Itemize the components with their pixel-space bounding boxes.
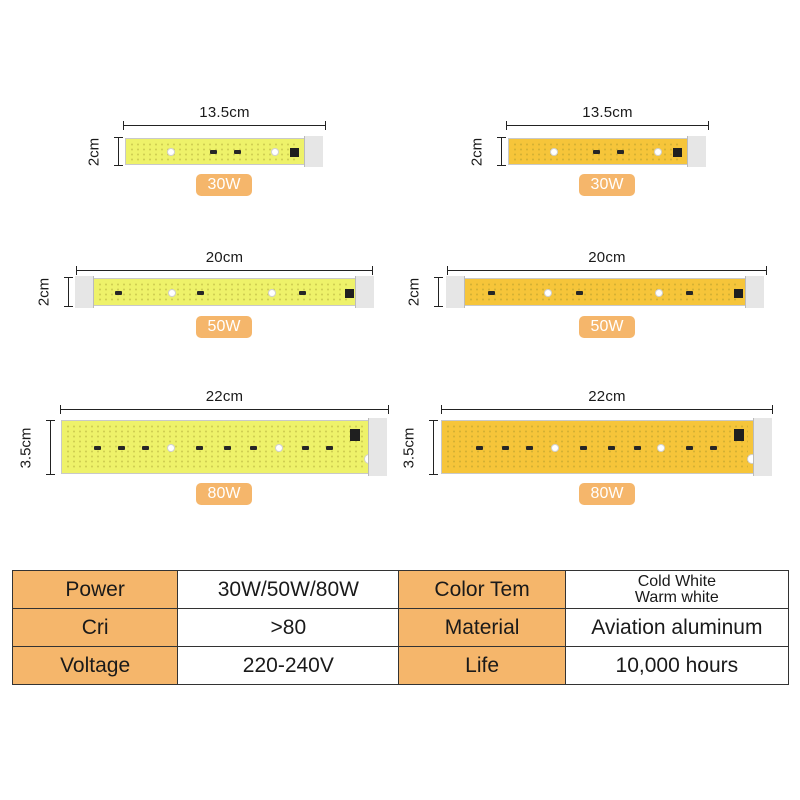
life-label: Life (398, 646, 566, 685)
cob-led-board-cold (61, 418, 387, 476)
length-label: 22cm (205, 388, 244, 405)
length-label: 22cm (588, 388, 626, 405)
color-tem-warm: Warm white (634, 588, 719, 606)
length-label: 20cm (588, 249, 626, 266)
width-dimension: 2cm (36, 277, 74, 307)
cob-led-board-cold (125, 136, 323, 167)
power-badge: 80W (579, 483, 635, 505)
power-label: Power (11, 570, 179, 609)
width-dimension: 2cm (469, 137, 507, 166)
cob-led-board-warm (446, 276, 764, 308)
cri-value: >80 (177, 608, 400, 647)
width-dimension: 2cm (406, 277, 444, 307)
power-badge: 50W (196, 316, 252, 338)
cob-led-board-cold (75, 276, 374, 308)
material-value: Aviation aluminum (564, 608, 790, 647)
power-value: 30W/50W/80W (177, 570, 400, 609)
power-badge: 30W (579, 174, 635, 196)
color-tem-cold: Cold White (637, 572, 716, 590)
life-value: 10,000 hours (564, 646, 790, 685)
width-label: 3.5cm (17, 427, 35, 468)
power-badge: 50W (579, 316, 635, 338)
width-label: 2cm (468, 137, 486, 166)
length-dimension: 22cm (441, 388, 773, 415)
length-dimension: 20cm (447, 249, 767, 276)
width-label: 3.5cm (400, 427, 418, 468)
cob-led-board-warm (441, 418, 772, 476)
table-row: Cri >80 Material Aviation aluminum (11, 608, 790, 647)
length-label: 20cm (205, 249, 244, 266)
power-badge: 80W (196, 483, 252, 505)
length-dimension: 13.5cm (123, 104, 326, 131)
cri-label: Cri (11, 608, 179, 647)
color-tem-label: Color Tem (398, 570, 566, 609)
width-label: 2cm (35, 277, 53, 307)
width-dimension: 3.5cm (18, 420, 56, 475)
width-label: 2cm (85, 137, 103, 166)
length-dimension: 22cm (60, 388, 389, 415)
cob-led-board-warm (508, 136, 706, 167)
table-row: Voltage 220-240V Life 10,000 hours (11, 646, 790, 685)
power-badge: 30W (196, 174, 252, 196)
width-label: 2cm (405, 277, 423, 307)
voltage-value: 220-240V (177, 646, 400, 685)
length-dimension: 13.5cm (506, 104, 709, 131)
spec-table: Power 30W/50W/80W Color Tem Cold White W… (11, 570, 790, 685)
length-dimension: 20cm (76, 249, 373, 276)
voltage-label: Voltage (11, 646, 179, 685)
width-dimension: 2cm (86, 137, 124, 166)
width-dimension: 3.5cm (401, 420, 439, 475)
material-label: Material (398, 608, 566, 647)
color-tem-value: Cold White Warm white (564, 570, 790, 609)
table-row: Power 30W/50W/80W Color Tem Cold White W… (11, 570, 790, 609)
length-label: 13.5cm (582, 104, 633, 121)
length-label: 13.5cm (199, 104, 250, 121)
